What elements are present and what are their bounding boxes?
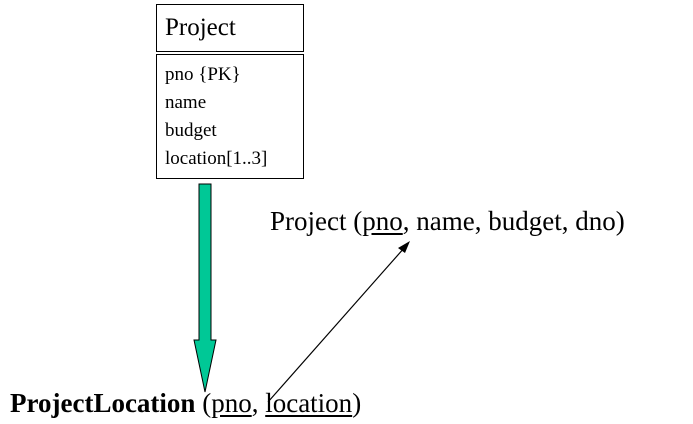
mapping-arrow <box>193 183 217 393</box>
uml-attribute-list: pno {PK} name budget location[1..3] <box>156 54 304 179</box>
relation-open-paren: ( <box>346 206 363 236</box>
relation-project-location: ProjectLocation (pno, location) <box>10 386 361 420</box>
uml-class-project: Project pno {PK} name budget location[1.… <box>156 4 304 179</box>
uml-attribute: budget <box>165 120 217 141</box>
relation-name: Project <box>270 206 347 236</box>
foreign-key-arrowhead <box>398 241 410 253</box>
relation-attributes: , name, budget, dno) <box>402 206 625 236</box>
relation-open-paren: ( <box>195 388 212 418</box>
uml-class-name: Project <box>156 4 304 52</box>
relation-close-paren: ) <box>352 388 362 418</box>
uml-attribute: name <box>165 92 207 113</box>
primary-key-attribute: location <box>265 388 353 418</box>
relation-name: ProjectLocation <box>10 388 196 418</box>
attribute-separator: , <box>251 388 266 418</box>
relation-project: Project (pno, name, budget, dno) <box>270 204 625 238</box>
primary-key-attribute: pno <box>211 388 252 418</box>
primary-key-attribute: pno <box>362 206 403 236</box>
uml-attribute: location[1..3] <box>165 148 268 169</box>
uml-attribute: pno {PK} <box>165 64 241 85</box>
foreign-key-reference-line <box>267 246 406 403</box>
